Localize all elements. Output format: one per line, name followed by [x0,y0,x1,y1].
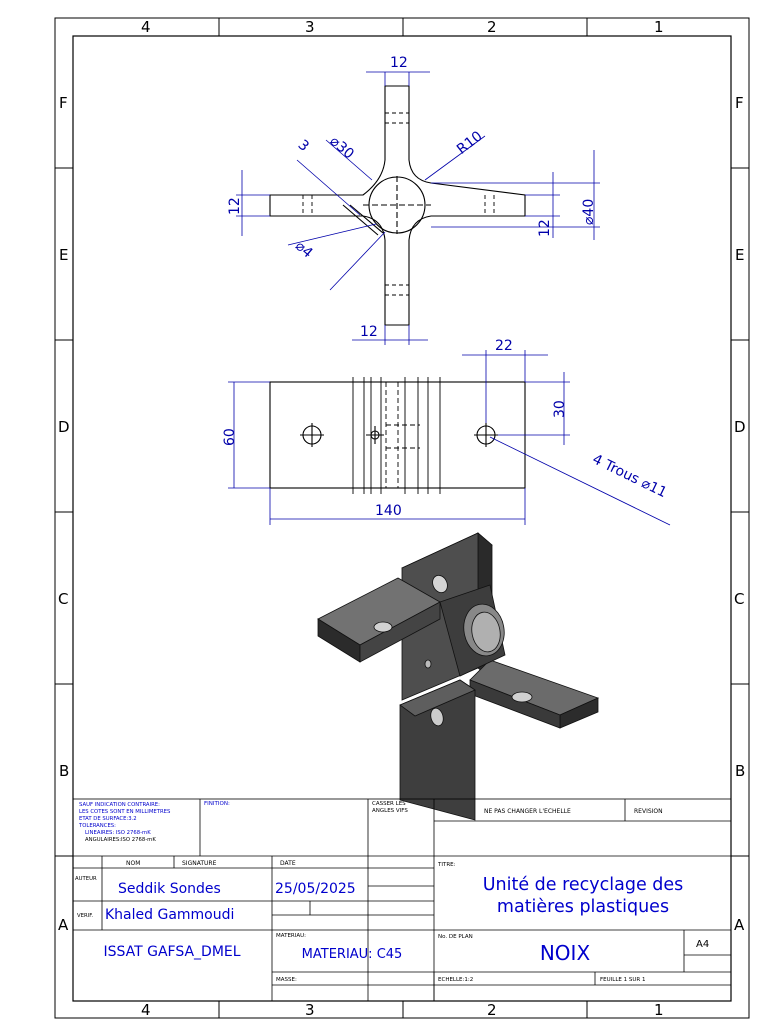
masse-label: MASSE: [276,977,297,983]
dim-height: 60 [222,428,238,446]
title-block-lines [72,798,732,1002]
zone-row-a-left: A [58,916,69,934]
zone-row-e-right: E [735,246,744,264]
dim-hole-offset-x: 22 [495,338,513,354]
format-value: A4 [696,939,709,950]
plan-value: NOIX [540,941,591,965]
dim-right-arm-height: 12 [537,219,553,237]
revision-label: REVISION [634,808,663,815]
zone-row-f-right: F [735,94,744,112]
school-name: ISSAT GAFSA_DMEL [103,944,240,960]
front-view-dimensions [228,350,671,526]
zone-col-3-top: 3 [305,18,315,36]
dim-holes-note: 4 Trous ⌀11 [590,451,670,501]
zone-col-1-bottom: 1 [654,1001,664,1019]
zone-col-2-top: 2 [487,18,497,36]
auteur-label: AUTEUR [75,876,97,882]
zone-row-b-left: B [59,762,69,780]
svg-text:SAUF INDICATION CONTRAIRE:: SAUF INDICATION CONTRAIRE: [79,802,160,808]
svg-text:ANGULAIRES:ISO 2768-mK: ANGULAIRES:ISO 2768-mK [85,837,156,843]
zone-row-a-right: A [734,916,745,934]
auteur-name: Seddik Sondes [118,881,221,897]
svg-text:LINEAIRES: ISO 2768-mK: LINEAIRES: ISO 2768-mK [85,830,151,836]
dim-fillet: R10 [454,128,486,158]
zone-col-1-top: 1 [654,18,664,36]
materiau-value: MATERIAU: C45 [302,947,403,962]
dim-top-arm-width: 12 [390,55,408,71]
outer-border [54,17,750,1019]
svg-text:ETAT DE SURFACE:3.2: ETAT DE SURFACE:3.2 [79,816,137,822]
zone-col-4-bottom: 4 [141,1001,151,1019]
dim-hole-offset-y: 30 [552,400,568,418]
dim-small-diameter: ⌀4 [292,238,316,262]
materiau-label: MATERIAU: [276,933,306,939]
zone-row-f-left: F [59,94,68,112]
dim-outer-diameter: ⌀40 [581,199,597,225]
zone-row-d-left: D [58,418,70,436]
feuille-value: FEUILLE 1 SUR 1 [600,977,645,983]
plan-label: No. DE PLAN [438,934,473,940]
zone-row-e-left: E [59,246,68,264]
general-note: SAUF INDICATION CONTRAIRE: LES COTES SON… [78,802,171,843]
edges-label-2: ANGLES VIFS [372,808,408,814]
isometric-view [317,532,600,821]
zone-ticks [55,18,749,1018]
finish-label: FINITION: [204,801,230,807]
dim-left-arm-height: 12 [227,197,243,215]
verif-label: VERIF. [77,913,93,919]
edges-label-1: CASSER LES [372,801,406,807]
titre-label: TITRE: [437,862,456,868]
zone-row-c-right: C [734,590,744,608]
signature-label: SIGNATURE [182,860,217,867]
zone-col-3-bottom: 3 [305,1001,315,1019]
date-label: DATE [280,860,296,867]
titre-line-1: Unité de recyclage des [483,875,684,895]
dim-hub-diameter: ⌀30 [327,133,357,162]
zone-col-2-bottom: 2 [487,1001,497,1019]
dim-slot-3: 3 [295,137,312,155]
top-view-dimensions [236,71,600,345]
titre-line-2: matières plastiques [497,897,669,917]
dim-bottom-arm-width: 12 [360,324,378,340]
scale-note: NE PAS CHANGER L'ECHELLE [484,808,571,815]
zone-row-b-right: B [735,762,745,780]
zone-row-d-right: D [734,418,746,436]
svg-text:TOLERANCES:: TOLERANCES: [78,823,116,829]
zone-col-4-top: 4 [141,18,151,36]
echelle-value: ECHELLE:1:2 [438,977,473,983]
top-view [269,85,526,326]
front-view [269,377,526,494]
dim-length: 140 [375,503,402,519]
nom-label: NOM [126,860,140,867]
svg-text:LES COTES SONT EN MILLIMETRES: LES COTES SONT EN MILLIMETRES [79,809,171,815]
zone-row-c-left: C [58,590,68,608]
verif-name: Khaled Gammoudi [105,907,234,923]
date-value: 25/05/2025 [275,881,356,897]
